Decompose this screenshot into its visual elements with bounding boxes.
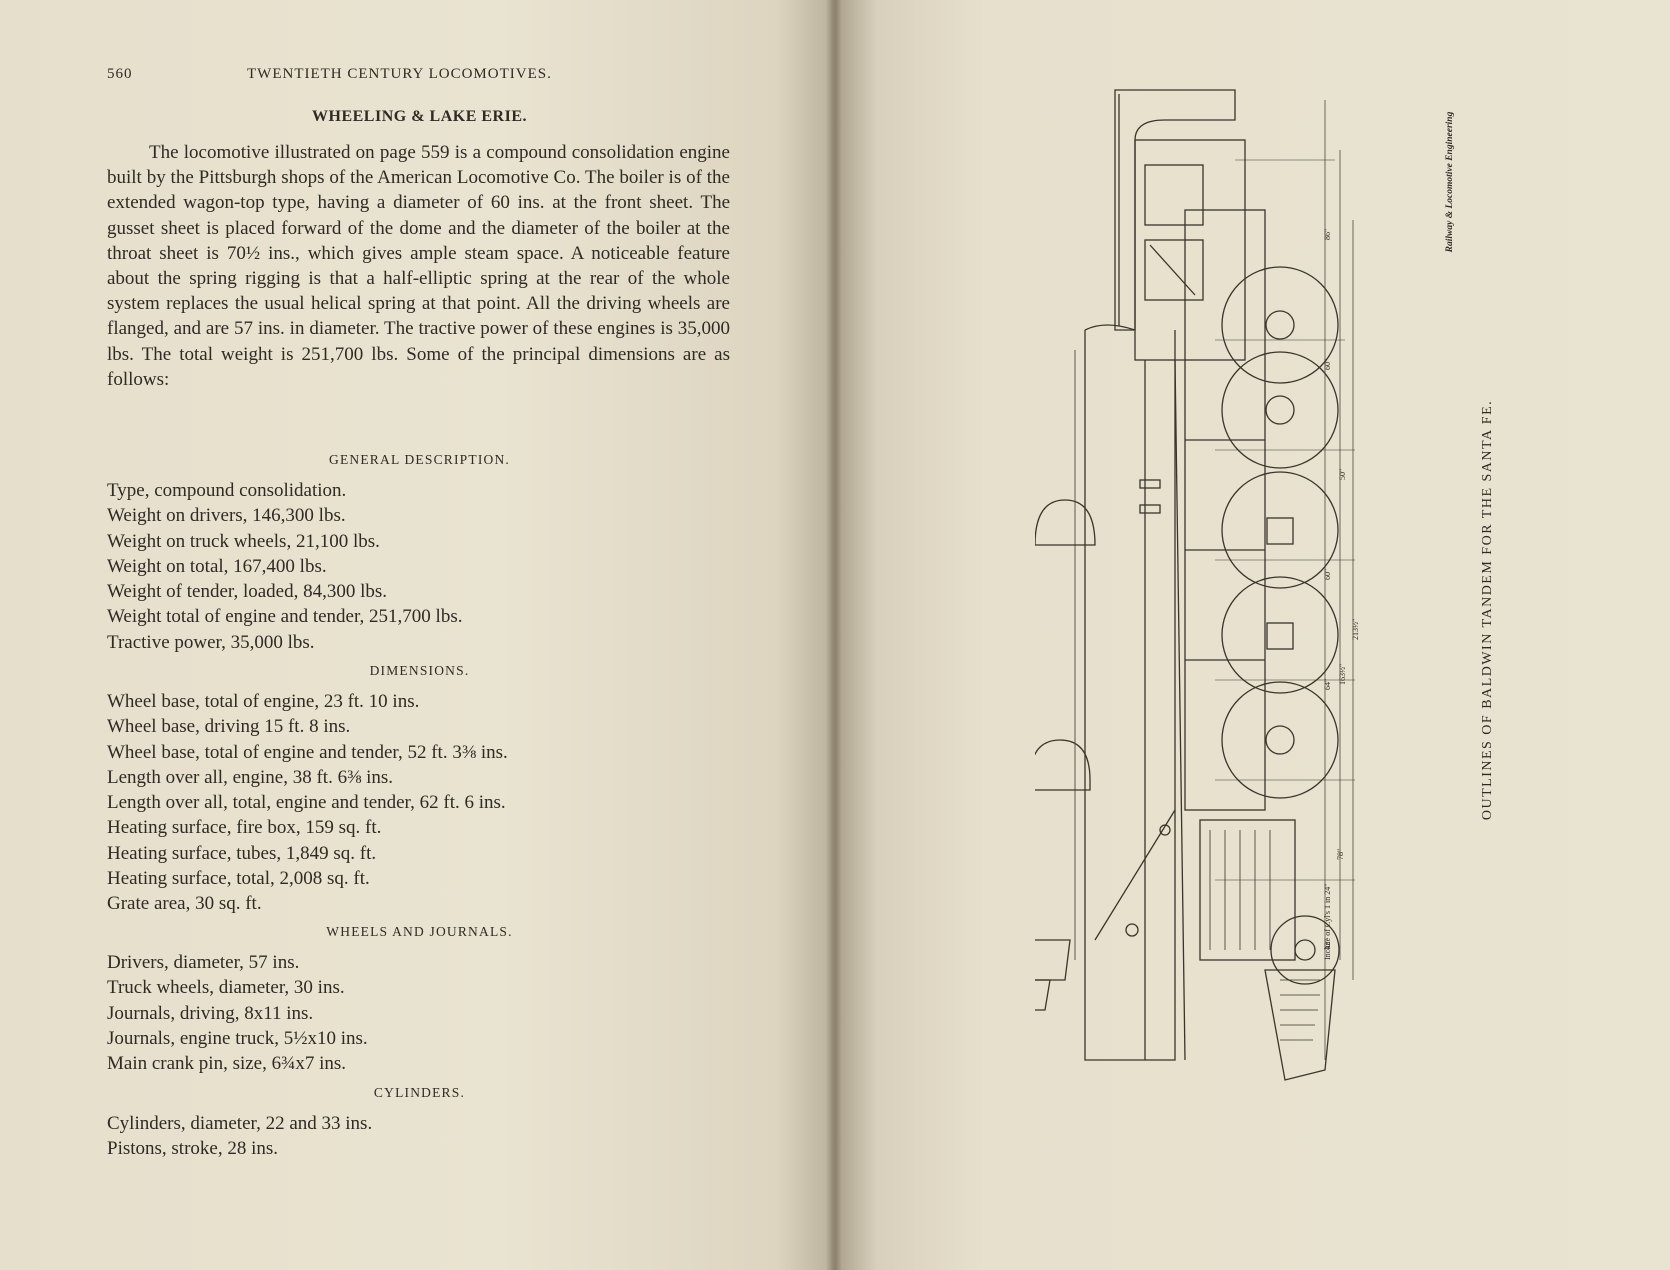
spec-line: Weight on drivers, 146,300 lbs. [107, 505, 346, 527]
driver-wheel [1221, 351, 1339, 469]
general-description-section: GENERAL DESCRIPTION. Type, compound cons… [107, 452, 732, 655]
wheels-journals-section: WHEELS AND JOURNALS. Drivers, diameter, … [107, 924, 732, 1076]
dim-label: 78" [1336, 849, 1345, 860]
spec-line: Length over all, total, engine and tende… [107, 792, 506, 814]
dim-label: Incline of Cyl's 1 in 24" [1323, 884, 1332, 960]
truck-wheel [1270, 915, 1340, 985]
spec-line: Truck wheels, diameter, 30 ins. [107, 977, 345, 999]
spec-line: Weight on truck wheels, 21,100 lbs. [107, 530, 380, 552]
smokestack [1035, 939, 1071, 981]
dimensions-section: DIMENSIONS. Wheel base, total of engine,… [107, 663, 732, 917]
spec-line: Weight on total, 167,400 lbs. [107, 555, 327, 577]
spec-line: Type, compound consolidation. [107, 480, 347, 501]
dim-label: 64" [1323, 679, 1332, 690]
intro-paragraph: The locomotive illustrated on page 559 i… [107, 142, 730, 390]
spec-line: Cylinders, diameter, 22 and 33 ins. [107, 1113, 373, 1134]
spec-line: Pistons, stroke, 28 ins. [107, 1138, 279, 1160]
left-page [0, 0, 835, 1270]
dim-label: 60" [1323, 359, 1332, 370]
spec-line: Tractive power, 35,000 lbs. [107, 631, 315, 653]
wheels-journals-list: Drivers, diameter, 57 ins. Truck wheels,… [107, 950, 732, 1076]
locomotive-outline-svg: 86" 60" 50" 60" 64" 163½" 213½" 42" 78" … [1035, 89, 1360, 1081]
spec-line: Journals, engine truck, 5½x10 ins. [107, 1027, 368, 1049]
dim-label: 50" [1338, 469, 1347, 480]
page-number: 560 [107, 66, 133, 82]
figure-caption: OUTLINES OF BALDWIN TANDEM FOR THE SANTA… [1480, 399, 1495, 821]
right-page [835, 0, 1670, 1270]
spec-line: Weight total of engine and tender, 251,7… [107, 606, 463, 628]
dimensions-heading: DIMENSIONS. [369, 663, 470, 678]
cylinders-heading: CYLINDERS. [373, 1085, 466, 1100]
cab-body [1134, 139, 1246, 361]
running-title: TWENTIETH CENTURY LOCOMOTIVES. [247, 66, 552, 82]
spec-line: Drivers, diameter, 57 ins. [107, 952, 300, 973]
wheels-journals-heading: WHEELS AND JOURNALS. [326, 924, 513, 939]
cylinders-section: CYLINDERS. Cylinders, diameter, 22 and 3… [107, 1085, 732, 1162]
boiler-body [1084, 330, 1176, 1061]
driver-wheel [1221, 681, 1339, 799]
frame [1184, 209, 1266, 811]
cylinder-block [1199, 819, 1296, 961]
figure-credit: Railway & Locomotive Engineering [1445, 111, 1455, 253]
spec-line: Wheel base, total of engine, 23 ft. 10 i… [107, 691, 420, 712]
dim-label: 86" [1323, 229, 1332, 240]
locomotive-drawing: 86" 60" 50" 60" 64" 163½" 213½" 42" 78" … [1035, 80, 1505, 1150]
driver-wheel [1221, 576, 1339, 694]
general-description-list: Type, compound consolidation. Weight on … [107, 478, 732, 655]
pilot [1264, 969, 1336, 1081]
steam-dome [1035, 499, 1096, 546]
spec-line: Main crank pin, size, 6¾x7 ins. [107, 1053, 347, 1075]
dimensions-list: Wheel base, total of engine, 23 ft. 10 i… [107, 689, 732, 917]
spec-line: Weight of tender, loaded, 84,300 lbs. [107, 581, 388, 603]
spec-line: Heating surface, tubes, 1,849 sq. ft. [107, 842, 377, 864]
book-gutter [826, 0, 842, 1270]
general-description-heading: GENERAL DESCRIPTION. [329, 452, 510, 467]
dim-label: 42" [1323, 939, 1332, 950]
dim-label: 163½" [1338, 664, 1347, 685]
section-title: WHEELING & LAKE ERIE. [312, 108, 527, 125]
cylinders-list: Cylinders, diameter, 22 and 33 ins. Pist… [107, 1111, 732, 1162]
spec-line: Wheel base, driving 15 ft. 8 ins. [107, 716, 351, 738]
cab-window [1144, 239, 1204, 301]
sand-dome [1035, 739, 1091, 791]
driver-wheel [1221, 266, 1339, 384]
spec-line: Heating surface, total, 2,008 sq. ft. [107, 868, 370, 890]
cab-window [1144, 164, 1204, 226]
driver-wheel [1221, 471, 1339, 589]
spec-line: Wheel base, total of engine and tender, … [107, 741, 508, 763]
spec-line: Journals, driving, 8x11 ins. [107, 1002, 314, 1024]
dim-label: 213½" [1351, 619, 1360, 640]
spec-line: Length over all, engine, 38 ft. 6⅜ ins. [107, 766, 393, 788]
dim-label: 60" [1323, 569, 1332, 580]
spec-line: Heating surface, fire box, 159 sq. ft. [107, 817, 382, 839]
spec-line: Grate area, 30 sq. ft. [107, 893, 262, 915]
